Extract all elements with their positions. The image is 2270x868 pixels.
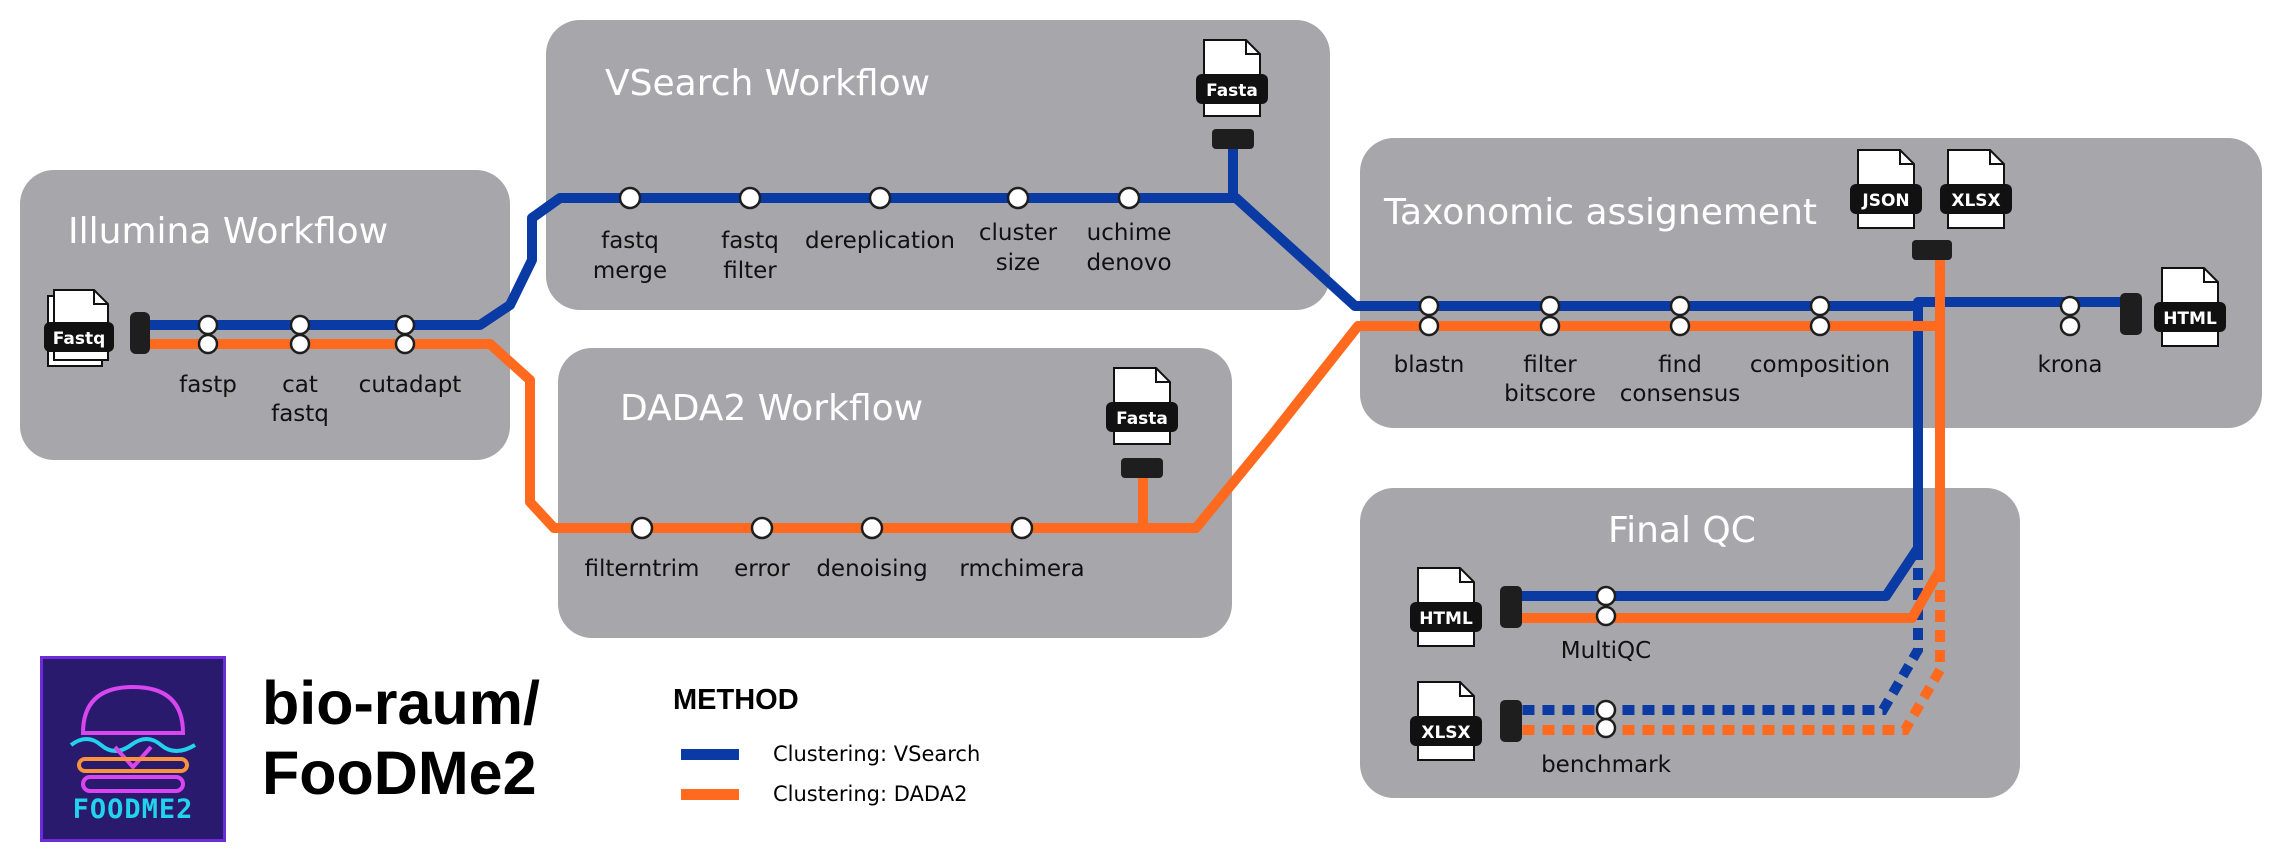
station-blastn [1418,295,1440,337]
station-filter-bitscore [1539,295,1561,337]
benchmark-xlsx-file-icon: XLSX [1410,681,1482,761]
taxonomic-panel [1360,138,2262,428]
label-krona: krona [2037,352,2102,378]
krona-html-file-icon: HTML [2154,267,2226,347]
station-composition [1809,295,1831,337]
station-error [750,516,774,540]
illumina-title: Illumina Workflow [68,211,388,252]
illumina-panel [20,170,510,460]
legend-swatch-dada2 [681,788,739,800]
station-krona [2059,295,2081,337]
station-fastp [197,314,219,355]
multiqc-html-file-label: HTML [1419,609,1473,629]
vsearch-line [140,148,2125,601]
label-fastq-merge-2: merge [593,258,667,284]
station-filterntrim [630,516,654,540]
fastq-file-icon: Fastq [44,289,114,367]
label-find-consensus-2: consensus [1620,381,1741,407]
station-cutadapt [394,314,416,355]
fastq-file-label: Fastq [53,329,106,349]
xlsx-tax-file-icon: XLSX [1940,149,2012,229]
legend-title: METHOD [673,684,799,716]
burger-neon-icon [69,684,197,793]
legend-item-vsearch: Clustering: VSearch [681,742,980,766]
label-cutadapt: cutadapt [359,372,462,398]
brand-title: bio-raum/ FooDMe2 [262,668,540,808]
station-uchime [1117,186,1141,210]
vsearch-fasta-file-icon: Fasta [1196,39,1268,117]
legend-label-dada2: Clustering: DADA2 [773,782,968,806]
vsearch-title: VSearch Workflow [605,63,930,104]
finalqc-panel [1360,488,2020,798]
dada2-fasta-terminal [1121,458,1163,478]
fastq-terminal [130,312,150,354]
logo-text: FOODME2 [72,794,194,825]
label-fastp: fastp [179,372,237,398]
station-benchmark [1595,699,1617,739]
foodme2-logo: FOODME2 [40,656,226,842]
label-composition: composition [1750,352,1890,378]
taxonomic-json-terminal [1912,240,1952,260]
label-uchime-1: uchime [1087,220,1172,246]
label-cat-2: fastq [271,401,329,427]
label-uchime-2: denovo [1086,250,1171,276]
dada2-panel [558,348,1232,638]
dada2-fasta-file-label: Fasta [1116,409,1168,429]
vsearch-fasta-file-label: Fasta [1206,81,1258,101]
taxonomic-title: Taxonomic assignement [1383,192,1817,233]
dada2-title: DADA2 Workflow [620,388,923,429]
multiqc-html-file-icon: HTML [1410,567,1482,647]
legend-item-dada2: Clustering: DADA2 [681,782,967,806]
label-filter-bitscore-2: bitscore [1504,381,1596,407]
legend-label-vsearch: Clustering: VSearch [773,742,981,766]
label-error: error [734,556,790,582]
label-rmchimera: rmchimera [959,556,1084,582]
station-cluster-size [1006,186,1030,210]
xlsx-tax-file-label: XLSX [1951,191,2000,211]
label-benchmark: benchmark [1541,752,1672,778]
label-blastn: blastn [1394,352,1465,378]
label-fastq-filter-2: filter [723,258,777,284]
label-filter-bitscore-1: filter [1523,352,1577,378]
dada2-fasta-file-icon: Fasta [1106,367,1178,445]
station-rmchimera [1010,516,1034,540]
multiqc-terminal [1500,586,1522,628]
vsearch-panel [546,20,1330,310]
station-denoising [860,516,884,540]
krona-html-file-label: HTML [2163,309,2217,329]
label-filterntrim: filterntrim [585,556,700,582]
brand-line-2: FooDMe2 [262,739,537,807]
label-find-consensus-1: find [1658,352,1702,378]
finalqc-title: Final QC [1608,510,1756,551]
legend-swatch-vsearch [681,748,739,760]
station-find-consensus [1669,295,1691,337]
label-dereplication: dereplication [805,228,955,254]
label-cat-1: cat [282,372,318,398]
dada2-benchmark-line [1510,570,1945,735]
station-fastq-filter [738,186,762,210]
label-fastq-filter-1: fastq [721,228,779,254]
brand-line-1: bio-raum/ [262,669,540,737]
vsearch-fasta-terminal [1212,129,1254,149]
label-fastq-merge-1: fastq [601,228,659,254]
json-file-icon: JSON [1850,149,1922,229]
label-multiqc: MultiQC [1561,638,1651,664]
station-dereplication [868,186,892,210]
benchmark-xlsx-file-label: XLSX [1421,723,1470,743]
label-cluster-size-1: cluster [979,220,1058,246]
station-fastq-merge [618,186,642,210]
label-denoising: denoising [816,556,927,582]
station-multiqc [1595,585,1617,627]
station-cat-fastq [289,314,311,355]
json-file-label: JSON [1861,191,1909,211]
krona-html-terminal [2120,293,2142,335]
benchmark-terminal [1500,700,1522,742]
label-cluster-size-2: size [996,250,1041,276]
